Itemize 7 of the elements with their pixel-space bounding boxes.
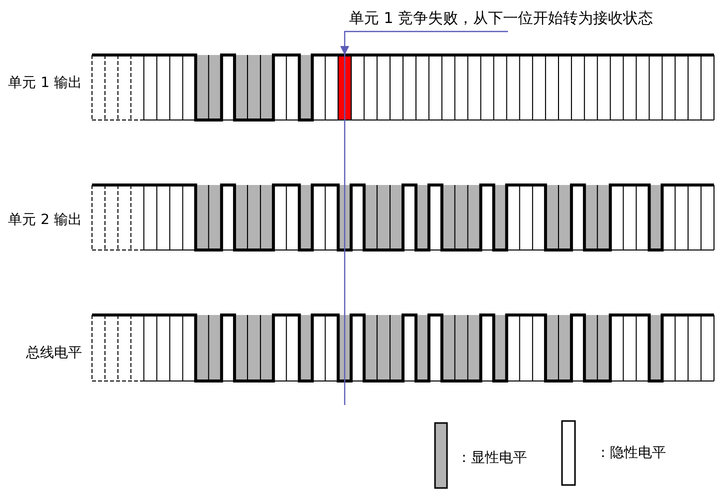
- signal-label: 单元 2 输出: [7, 211, 82, 229]
- callout-text: 单元 1 竞争失败，从下一位开始转为接收状态: [349, 6, 654, 32]
- legend-label: ：隐性电平: [596, 444, 666, 462]
- leader-line: [340, 30, 508, 55]
- signal-label: 单元 1 输出: [7, 74, 82, 92]
- legend-label: ：显性电平: [457, 449, 527, 467]
- signal-label: 总线电平: [25, 344, 82, 362]
